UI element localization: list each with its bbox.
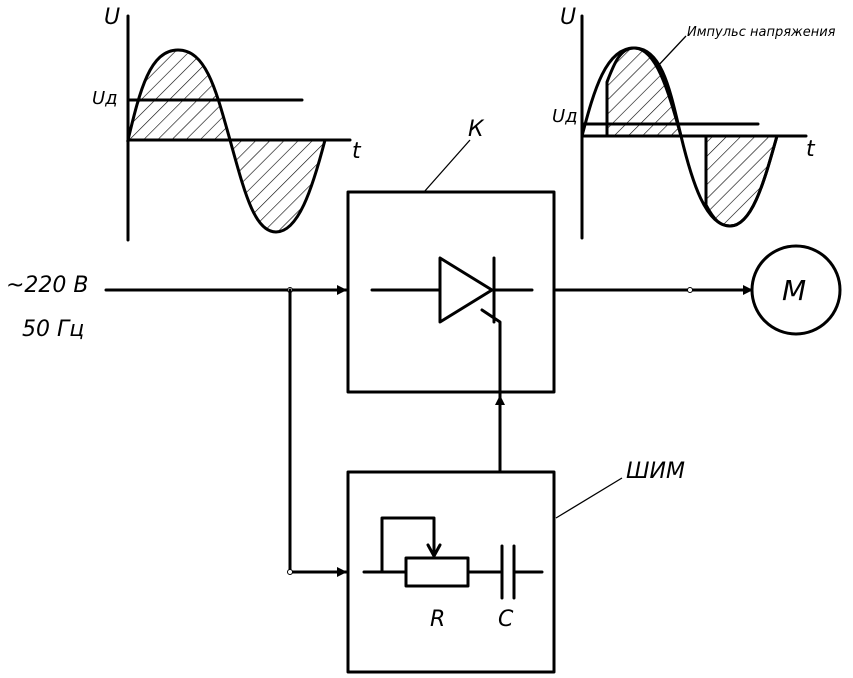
pwm-box: [346, 470, 556, 674]
left-threshold-label: Uд: [92, 88, 118, 109]
output-node: [687, 287, 693, 293]
switch-box: [346, 190, 556, 394]
capacitor-label: C: [498, 607, 514, 632]
pulse-annotation: Импульс напряжения: [687, 25, 836, 40]
input-frequency-label: 50 Гц: [22, 317, 84, 342]
thyristor-gate: [480, 308, 502, 402]
potentiometer-wiper: [380, 516, 436, 574]
input-voltage-label: ~220 В: [6, 273, 89, 298]
resistor-label: R: [430, 607, 445, 632]
supply-wiring: [104, 285, 348, 577]
left-waveform-graph: U Uд t: [92, 5, 362, 242]
motor-circle: [750, 244, 842, 336]
switch-block-k: К: [346, 117, 556, 402]
switch-label: К: [468, 117, 485, 142]
junction-node-lower: [287, 569, 293, 575]
left-negative-halfwave: [228, 138, 327, 234]
left-t-label: t: [352, 139, 362, 164]
switch-leader: [423, 139, 471, 193]
wiper-arrow-icon: [426, 543, 442, 558]
right-u-label: U: [560, 5, 576, 30]
left-positive-halfwave: [126, 48, 232, 142]
pwm-leader: [555, 477, 623, 519]
motor-label: М: [782, 274, 806, 307]
left-u-label: U: [104, 5, 120, 30]
motor: М: [750, 244, 842, 336]
right-negative-pulse: [704, 134, 779, 228]
pwm-label: ШИМ: [626, 459, 685, 484]
right-t-label: t: [806, 137, 816, 162]
right-threshold-label: Uд: [552, 106, 578, 127]
thyristor-triangle: [438, 256, 494, 324]
right-waveform-graph: U Uд t Импульс напряжения: [552, 5, 836, 240]
pwm-block: R C ШИМ: [346, 459, 685, 674]
annotation-leader: [655, 35, 687, 69]
resistor-body: [404, 556, 470, 588]
